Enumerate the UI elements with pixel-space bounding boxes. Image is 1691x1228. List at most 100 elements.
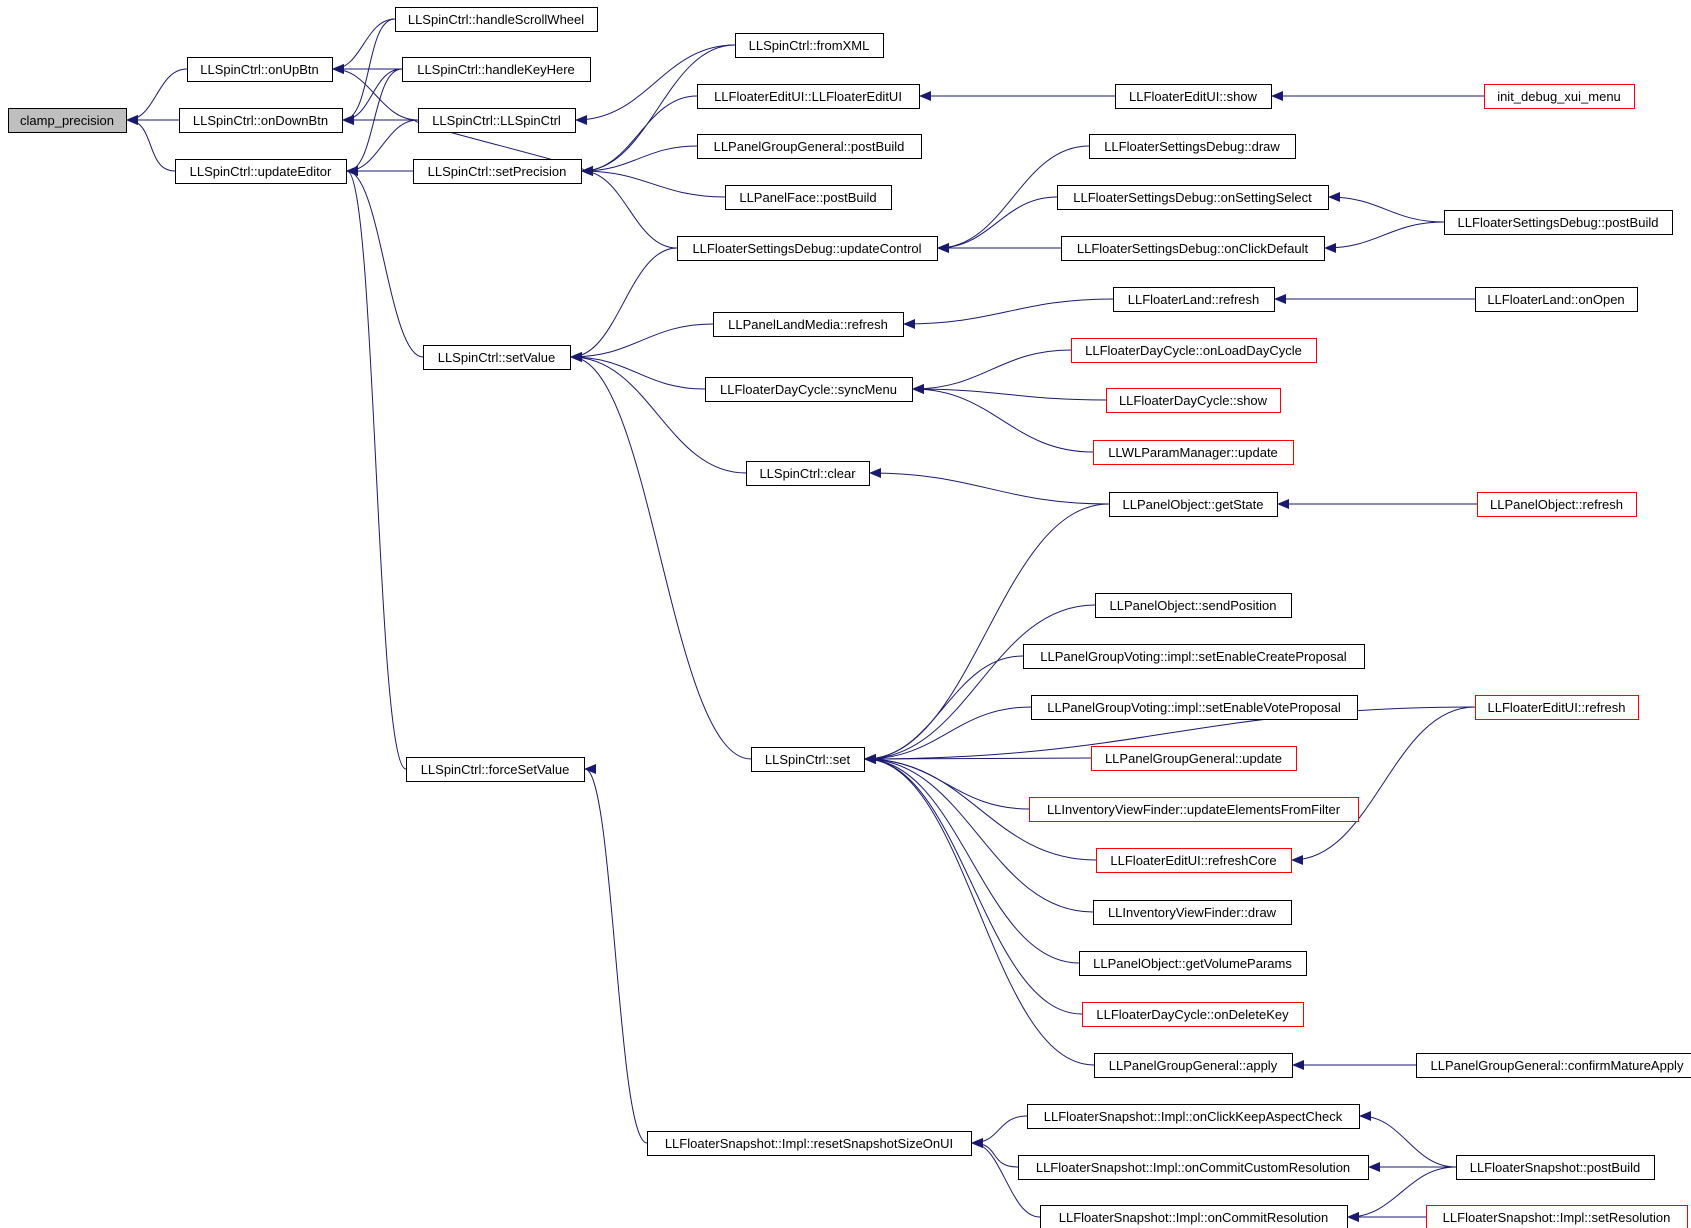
node-dc-show[interactable]: LLFloaterDayCycle::show [1106,388,1281,413]
node-box [1475,287,1638,312]
edge-handle-scroll-wheel-to-on-up-btn [332,18,396,74]
node-po-send-pos[interactable]: LLPanelObject::sendPosition [1095,593,1292,618]
node-label: LLSpinCtrl::fromXML [749,38,870,53]
node-box [1023,644,1365,669]
node-gv-create[interactable]: LLPanelGroupVoting::impl::setEnableCreat… [1023,644,1365,669]
node-dc-delete[interactable]: LLFloaterDayCycle::onDeleteKey [1082,1002,1304,1027]
node-label: LLPanelGroupGeneral::confirmMatureApply [1431,1058,1684,1073]
node-edit-uishow[interactable]: LLFloaterEditUI::show [1115,84,1272,109]
node-reset-snap[interactable]: LLFloaterSnapshot::Impl::resetSnapshotSi… [647,1131,972,1156]
node-fs-keep-aspect[interactable]: LLFloaterSnapshot::Impl::onClickKeepAspe… [1027,1104,1360,1129]
edge-fs-post-build-to-fs-commit-res [1347,1166,1457,1222]
node-fs-custom-res[interactable]: LLFloaterSnapshot::Impl::onCommitCustomR… [1018,1155,1369,1180]
node-pg-apply[interactable]: LLPanelGroupGeneral::apply [1094,1053,1293,1078]
node-box [1091,746,1297,771]
node-land-media-refresh[interactable]: LLPanelLandMedia::refresh [713,312,904,337]
node-ivf-update[interactable]: LLInventoryViewFinder::updateElementsFro… [1029,797,1359,822]
node-set-value[interactable]: LLSpinCtrl::setValue [423,345,571,370]
edge-gv-create-to-set [864,655,1024,764]
node-sd-select[interactable]: LLFloaterSettingsDebug::onSettingSelect [1057,185,1329,210]
node-label: LLSpinCtrl::handleScrollWheel [408,12,584,27]
node-label: LLPanelObject::getState [1123,497,1264,512]
node-face-build[interactable]: LLPanelFace::postBuild [725,185,892,210]
node-llspin-ctrl-ctor[interactable]: LLSpinCtrl::LLSpinCtrl [418,108,576,133]
node-clear[interactable]: LLSpinCtrl::clear [746,461,870,486]
node-fs-set-res[interactable]: LLFloaterSnapshot::Impl::setResolution [1426,1205,1688,1228]
edge-llspin-ctrl-ctor-to-on-up-btn [332,64,419,121]
node-set[interactable]: LLSpinCtrl::set [751,747,865,772]
node-fs-post-build[interactable]: LLFloaterSnapshot::postBuild [1456,1155,1655,1180]
node-box [1031,695,1358,720]
node-ivf-draw[interactable]: LLInventoryViewFinder::draw [1093,900,1292,925]
node-gv-vote[interactable]: LLPanelGroupVoting::impl::setEnableVoteP… [1031,695,1358,720]
node-fs-commit-res[interactable]: LLFloaterSnapshot::Impl::onCommitResolut… [1040,1205,1348,1228]
node-sd-draw[interactable]: LLFloaterSettingsDebug::draw [1089,134,1296,159]
edge-force-set-value-to-update-editor [346,166,407,770]
node-handle-key-here[interactable]: LLSpinCtrl::handleKeyHere [402,57,591,82]
node-label: LLFloaterSnapshot::Impl::resetSnapshotSi… [665,1136,953,1151]
node-layer: clamp_precisionLLSpinCtrl::onUpBtnLLSpin… [8,7,1691,1228]
edge-pg-post-build-to-set-precision [581,145,698,176]
edge-po-send-pos-to-set [864,604,1096,764]
node-eu-refresh-core[interactable]: LLFloaterEditUI::refreshCore [1096,848,1292,873]
node-box [735,33,884,58]
node-label: init_debug_xui_menu [1497,89,1621,104]
node-box [1027,1104,1360,1129]
edge-dc-load-to-sync-menu [912,349,1072,394]
edge-land-media-refresh-to-set-value [570,323,714,362]
node-box [1057,185,1329,210]
node-init-debug[interactable]: init_debug_xui_menu [1484,84,1635,109]
edge-from-xml-to-llspin-ctrl-ctor [575,44,736,125]
node-label: LLSpinCtrl::forceSetValue [421,762,570,777]
edge-wl-update-to-sync-menu [912,384,1094,453]
edge-sync-menu-to-set-value [570,352,706,390]
edge-edit-uictor-to-set-precision [581,95,698,176]
edge-sd-post-build-to-sd-default [1324,221,1445,253]
edge-po-get-state-to-set [864,503,1110,764]
node-po-refresh[interactable]: LLPanelObject::refresh [1477,492,1637,517]
node-sd-default[interactable]: LLFloaterSettingsDebug::onClickDefault [1061,236,1325,261]
node-box [677,236,938,261]
node-update-editor[interactable]: LLSpinCtrl::updateEditor [175,159,347,184]
node-dc-load[interactable]: LLFloaterDayCycle::onLoadDayCycle [1071,338,1317,363]
node-box [8,108,127,133]
node-label: LLSpinCtrl::set [765,752,851,767]
node-sd-post-build[interactable]: LLFloaterSettingsDebug::postBuild [1444,210,1673,235]
node-label: clamp_precision [20,113,114,128]
node-handle-scroll-wheel[interactable]: LLSpinCtrl::handleScrollWheel [395,7,598,32]
node-pg-update[interactable]: LLPanelGroupGeneral::update [1091,746,1297,771]
node-label: LLPanelGroupGeneral::postBuild [714,139,905,154]
node-from-xml[interactable]: LLSpinCtrl::fromXML [735,33,884,58]
node-update-control[interactable]: LLFloaterSettingsDebug::updateControl [677,236,938,261]
node-box [725,185,892,210]
node-label: LLSpinCtrl::onDownBtn [193,113,328,128]
node-eu-refresh[interactable]: LLFloaterEditUI::refresh [1475,695,1639,720]
node-box [697,134,922,159]
node-force-set-value[interactable]: LLSpinCtrl::forceSetValue [406,757,585,782]
node-pg-post-build[interactable]: LLPanelGroupGeneral::postBuild [697,134,922,159]
node-po-get-state[interactable]: LLPanelObject::getState [1109,492,1278,517]
edge-pg-update-to-set [864,753,1092,764]
node-set-precision[interactable]: LLSpinCtrl::setPrecision [413,159,582,184]
node-po-volume[interactable]: LLPanelObject::getVolumeParams [1079,951,1307,976]
node-clamp-precision[interactable]: clamp_precision [8,108,127,133]
node-label: LLFloaterDayCycle::onDeleteKey [1096,1007,1289,1022]
node-on-up-btn[interactable]: LLSpinCtrl::onUpBtn [187,57,333,82]
node-label: LLSpinCtrl::setValue [438,350,556,365]
node-label: LLFloaterSnapshot::postBuild [1470,1160,1641,1175]
node-edit-uictor[interactable]: LLFloaterEditUI::LLFloaterEditUI [697,84,920,109]
edge-clear-to-set-value [570,352,747,474]
node-land-open[interactable]: LLFloaterLand::onOpen [1475,287,1638,312]
node-label: LLFloaterSettingsDebug::postBuild [1458,215,1659,230]
node-on-down-btn[interactable]: LLSpinCtrl::onDownBtn [179,108,343,133]
node-sync-menu[interactable]: LLFloaterDayCycle::syncMenu [705,377,913,402]
edge-dc-delete-to-set [864,754,1083,1015]
node-box [413,159,582,184]
edge-gv-vote-to-set [864,706,1032,764]
node-land-refresh[interactable]: LLFloaterLand::refresh [1113,287,1275,312]
node-wl-update[interactable]: LLWLParamManager::update [1093,440,1294,465]
node-pg-confirm[interactable]: LLPanelGroupGeneral::confirmMatureApply [1416,1053,1691,1078]
node-label: LLInventoryViewFinder::updateElementsFro… [1047,802,1341,817]
node-box [1106,388,1281,413]
node-box [1096,848,1292,873]
